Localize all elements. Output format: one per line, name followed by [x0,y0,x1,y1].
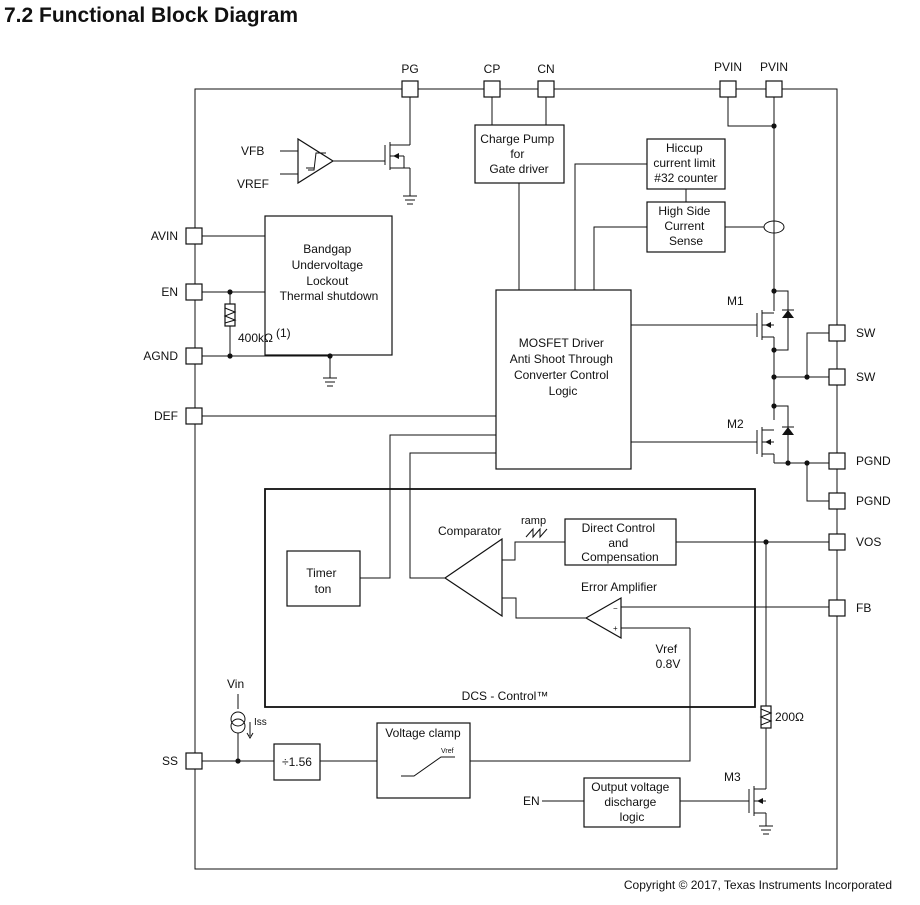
divider-label: ÷1.56 [282,755,312,769]
iss-label: Iss [254,717,267,728]
m1-label: M1 [727,294,744,308]
hiccup-counter-block [646,138,726,190]
pin-pgnd-2 [828,492,846,510]
current-source-icon [230,711,246,734]
pin-sw-2 [828,368,846,386]
pin-en-label: EN [161,285,178,299]
pin-ss [185,752,203,770]
pin-def [185,407,203,425]
ground-icon [759,825,773,835]
direct-control-block [564,518,677,566]
pin-pvin-1-label: PVIN [714,60,742,74]
timer-label: Timer ton [306,566,340,596]
en-input-label: EN [523,794,540,808]
discharge-mosfet-m3 [748,782,767,826]
pin-sw-1 [828,324,846,342]
pin-sw-2-label: SW [856,370,876,384]
m2-label: M2 [727,417,744,431]
pin-cn [537,80,555,98]
pg-open-drain-fet [384,97,411,196]
divider-block [273,743,321,781]
pin-agnd [185,347,203,365]
pin-avin-label: AVIN [151,229,178,243]
ic-boundary [194,88,838,870]
pin-pg-label: PG [401,62,418,76]
pin-avin [185,227,203,245]
pin-agnd-label: AGND [143,349,178,363]
voltage-clamp-label: Voltage clamp [385,726,461,740]
pin-def-label: DEF [154,409,178,423]
error-amp-minus: − [613,604,618,613]
pin-pvin-1 [719,80,737,98]
ground-icon [323,377,337,387]
pin-pvin-2-label: PVIN [760,60,788,74]
pin-pgnd-2-label: PGND [856,494,891,508]
comparator [443,537,503,618]
ramp-label: ramp [521,515,546,527]
arrow-down-icon [246,722,254,739]
resistor-400k-label: 400kΩ [238,331,273,345]
comparator-label: Comparator [438,524,501,538]
resistor-400k-note: (1) [276,326,291,340]
clamp-curve-icon [401,756,455,777]
pin-pgnd-1 [828,452,846,470]
ground-icon [403,195,417,205]
dcs-control-block [264,488,756,708]
error-amplifier [584,596,622,640]
copyright-footer: Copyright © 2017, Texas Instruments Inco… [624,878,892,892]
voltage-clamp-block [376,722,471,799]
vref-label: VREF [237,177,269,191]
pin-en [185,283,203,301]
discharge-logic-label: Output voltage discharge logic [591,780,672,824]
high-side-mosfet-m1 [756,290,794,420]
pin-vos [828,533,846,551]
vref-value-label: Vref 0.8V [656,642,681,671]
error-amp-plus: + [613,624,618,633]
hiccup-label: Hiccup current limit #32 counter [653,141,718,185]
pin-cn-label: CN [537,62,554,76]
pin-ss-label: SS [162,754,178,768]
pin-vos-label: VOS [856,535,881,549]
pin-pgnd-1-label: PGND [856,454,891,468]
charge-pump-label: Charge Pump for Gate driver [480,132,557,176]
pin-pvin-2 [765,80,783,98]
m3-label: M3 [724,770,741,784]
timer-block [286,550,361,607]
bandgap-label: Bandgap Undervoltage Lockout Thermal shu… [280,242,379,303]
pin-fb-label: FB [856,601,871,615]
pin-sw-1-label: SW [856,326,876,340]
mosfet-driver-label: MOSFET Driver Anti Shoot Through Convert… [510,336,617,398]
pin-pg [401,80,419,98]
pin-fb [828,599,846,617]
charge-pump-block [474,124,565,184]
bandgap-block [264,215,393,356]
vin-label: Vin [227,677,244,691]
dcs-control-label: DCS - Control™ [462,689,549,703]
discharge-logic-block [583,777,681,828]
vfb-label: VFB [241,144,264,158]
clamp-vref-label: Vref [441,748,454,755]
direct-control-label: Direct Control and Compensation [581,521,658,564]
section-heading: 7.2 Functional Block Diagram [4,4,298,27]
mosfet-driver-block [495,289,632,470]
high-side-sense-label: High Side Current Sense [658,204,713,248]
pg-comparator [280,137,385,185]
resistor-200-label: 200Ω [775,710,804,724]
low-side-mosfet-m2 [756,405,794,464]
pin-cp-label: CP [484,62,501,76]
pin-cp [483,80,501,98]
error-amplifier-label: Error Amplifier [581,580,657,594]
ramp-waveform-icon [525,527,548,539]
